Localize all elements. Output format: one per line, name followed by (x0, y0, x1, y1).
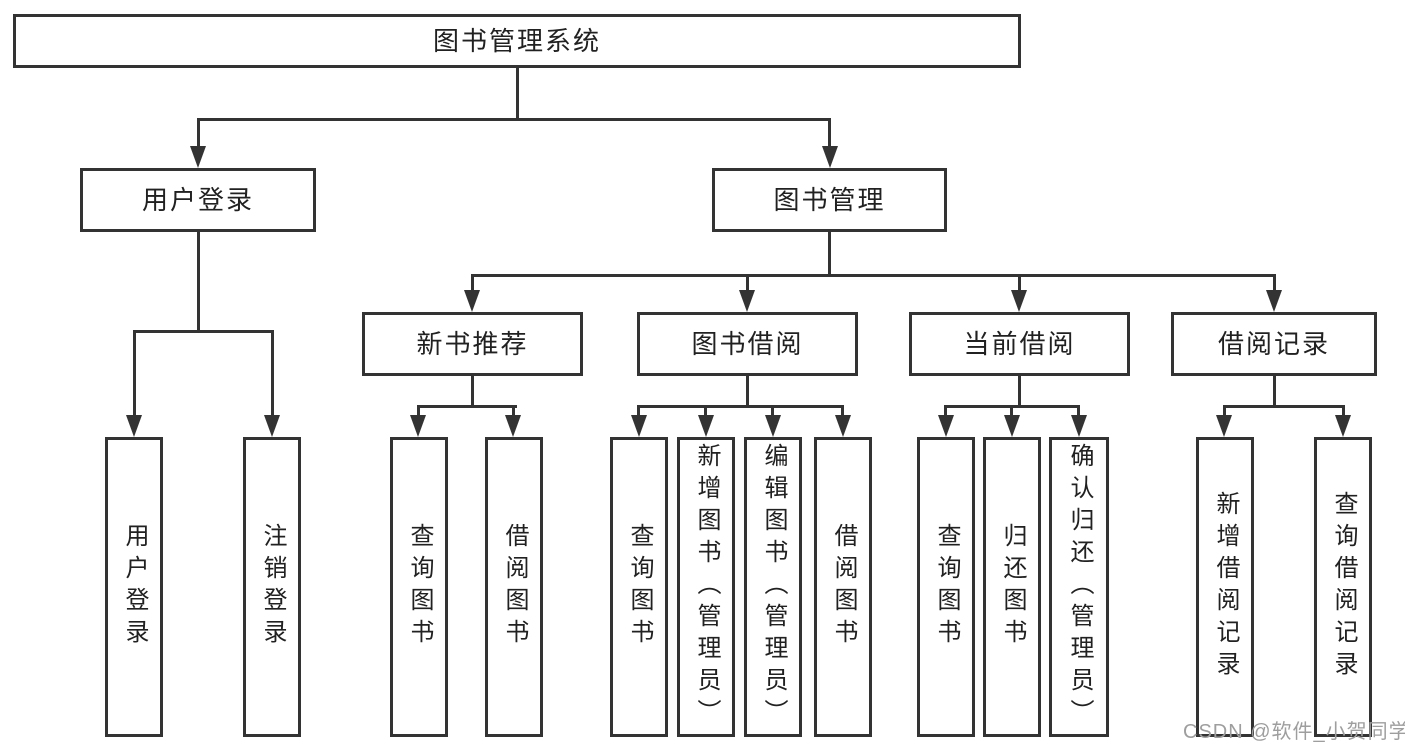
arrow-down-icon (1004, 415, 1020, 437)
node-label: 查询图书 (626, 523, 653, 651)
node-edit-book-admin: 编辑图书（管理员） (744, 437, 802, 737)
arrow-down-icon (505, 415, 521, 437)
node-label: 图书借阅 (691, 329, 804, 359)
arrow-down-icon (190, 146, 206, 168)
arrow-down-icon (1011, 290, 1027, 312)
connector-shaft (1342, 405, 1345, 417)
connector-hline (471, 274, 1276, 277)
arrow-down-icon (739, 290, 755, 312)
node-current-borrowing: 当前借阅 (909, 312, 1130, 376)
connector-hline (133, 330, 274, 333)
arrow-down-icon (822, 146, 838, 168)
node-borrow-books: 借阅图书 (814, 437, 872, 737)
node-query-borrow-record: 查询借阅记录 (1314, 437, 1372, 737)
connector-shaft (841, 405, 844, 417)
arrow-down-icon (1266, 290, 1282, 312)
connector-hline (1223, 405, 1345, 408)
node-label: 借阅记录 (1217, 329, 1330, 359)
watermark: CSDN @软件_小贺同学 (1183, 721, 1405, 743)
arrow-down-icon (464, 290, 480, 312)
connector-hline (417, 405, 517, 408)
connector-shaft (746, 274, 749, 292)
node-borrow-books: 借阅图书 (485, 437, 543, 737)
connector-stem (1018, 376, 1021, 405)
node-label: 图书管理系统 (432, 26, 601, 56)
node-label: 新增借阅记录 (1212, 491, 1239, 683)
connector-shaft (133, 330, 136, 415)
node-label: 用户登录 (141, 185, 254, 215)
connector-stem (516, 68, 519, 118)
connector-shaft (944, 405, 947, 417)
connector-hline (197, 118, 831, 121)
connector-stem (197, 232, 200, 330)
arrow-down-icon (410, 415, 426, 437)
node-add-borrow-record: 新增借阅记录 (1196, 437, 1254, 737)
node-label: 借阅图书 (830, 523, 857, 651)
connector-shaft (1018, 274, 1021, 292)
connector-shaft (197, 118, 200, 148)
arrow-down-icon (1216, 415, 1232, 437)
node-label: 图书管理 (773, 185, 886, 215)
arrow-down-icon (835, 415, 851, 437)
node-query-books: 查询图书 (610, 437, 668, 737)
connector-shaft (417, 405, 420, 417)
node-return-book: 归还图书 (983, 437, 1041, 737)
connector-shaft (1010, 405, 1013, 417)
connector-shaft (771, 405, 774, 417)
node-confirm-return-admin: 确认归还（管理员） (1049, 437, 1109, 737)
arrow-down-icon (698, 415, 714, 437)
node-label: 当前借阅 (963, 329, 1076, 359)
arrow-down-icon (1335, 415, 1351, 437)
node-label: 查询图书 (406, 523, 433, 651)
node-label: 用户登录 (121, 523, 148, 651)
arrow-down-icon (1071, 415, 1087, 437)
connector-stem (746, 376, 749, 405)
node-user-login-branch: 用户登录 (80, 168, 316, 232)
arrow-down-icon (765, 415, 781, 437)
connector-stem (1273, 376, 1276, 405)
node-borrowing-records: 借阅记录 (1171, 312, 1377, 376)
node-new-book-recommend: 新书推荐 (362, 312, 583, 376)
arrow-down-icon (126, 415, 142, 437)
connector-shaft (471, 274, 474, 292)
connector-shaft (1077, 405, 1080, 417)
node-label: 新书推荐 (416, 329, 529, 359)
node-book-management: 图书管理 (712, 168, 947, 232)
arrow-down-icon (938, 415, 954, 437)
connector-shaft (704, 405, 707, 417)
node-library-management-system: 图书管理系统 (13, 14, 1021, 68)
node-label: 注销登录 (259, 523, 286, 651)
connector-shaft (828, 118, 831, 148)
node-query-books: 查询图书 (917, 437, 975, 737)
node-label: 查询图书 (933, 523, 960, 651)
connector-shaft (1223, 405, 1226, 417)
node-label: 查询借阅记录 (1330, 491, 1357, 683)
node-label: 新增图书（管理员） (693, 443, 720, 731)
node-label: 确认归还（管理员） (1066, 443, 1093, 731)
connector-shaft (512, 405, 515, 417)
connector-stem (828, 232, 831, 274)
connector-hline (637, 405, 844, 408)
node-label: 借阅图书 (501, 523, 528, 651)
arrow-down-icon (631, 415, 647, 437)
arrow-down-icon (264, 415, 280, 437)
node-label: 编辑图书（管理员） (760, 443, 787, 731)
node-add-book-admin: 新增图书（管理员） (677, 437, 735, 737)
connector-shaft (271, 330, 274, 415)
node-logout-login: 注销登录 (243, 437, 301, 737)
node-query-books: 查询图书 (390, 437, 448, 737)
node-label: 归还图书 (999, 523, 1026, 651)
node-user-login: 用户登录 (105, 437, 163, 737)
connector-stem (471, 376, 474, 405)
connector-shaft (1273, 274, 1276, 292)
node-book-borrowing: 图书借阅 (637, 312, 858, 376)
connector-shaft (637, 405, 640, 417)
